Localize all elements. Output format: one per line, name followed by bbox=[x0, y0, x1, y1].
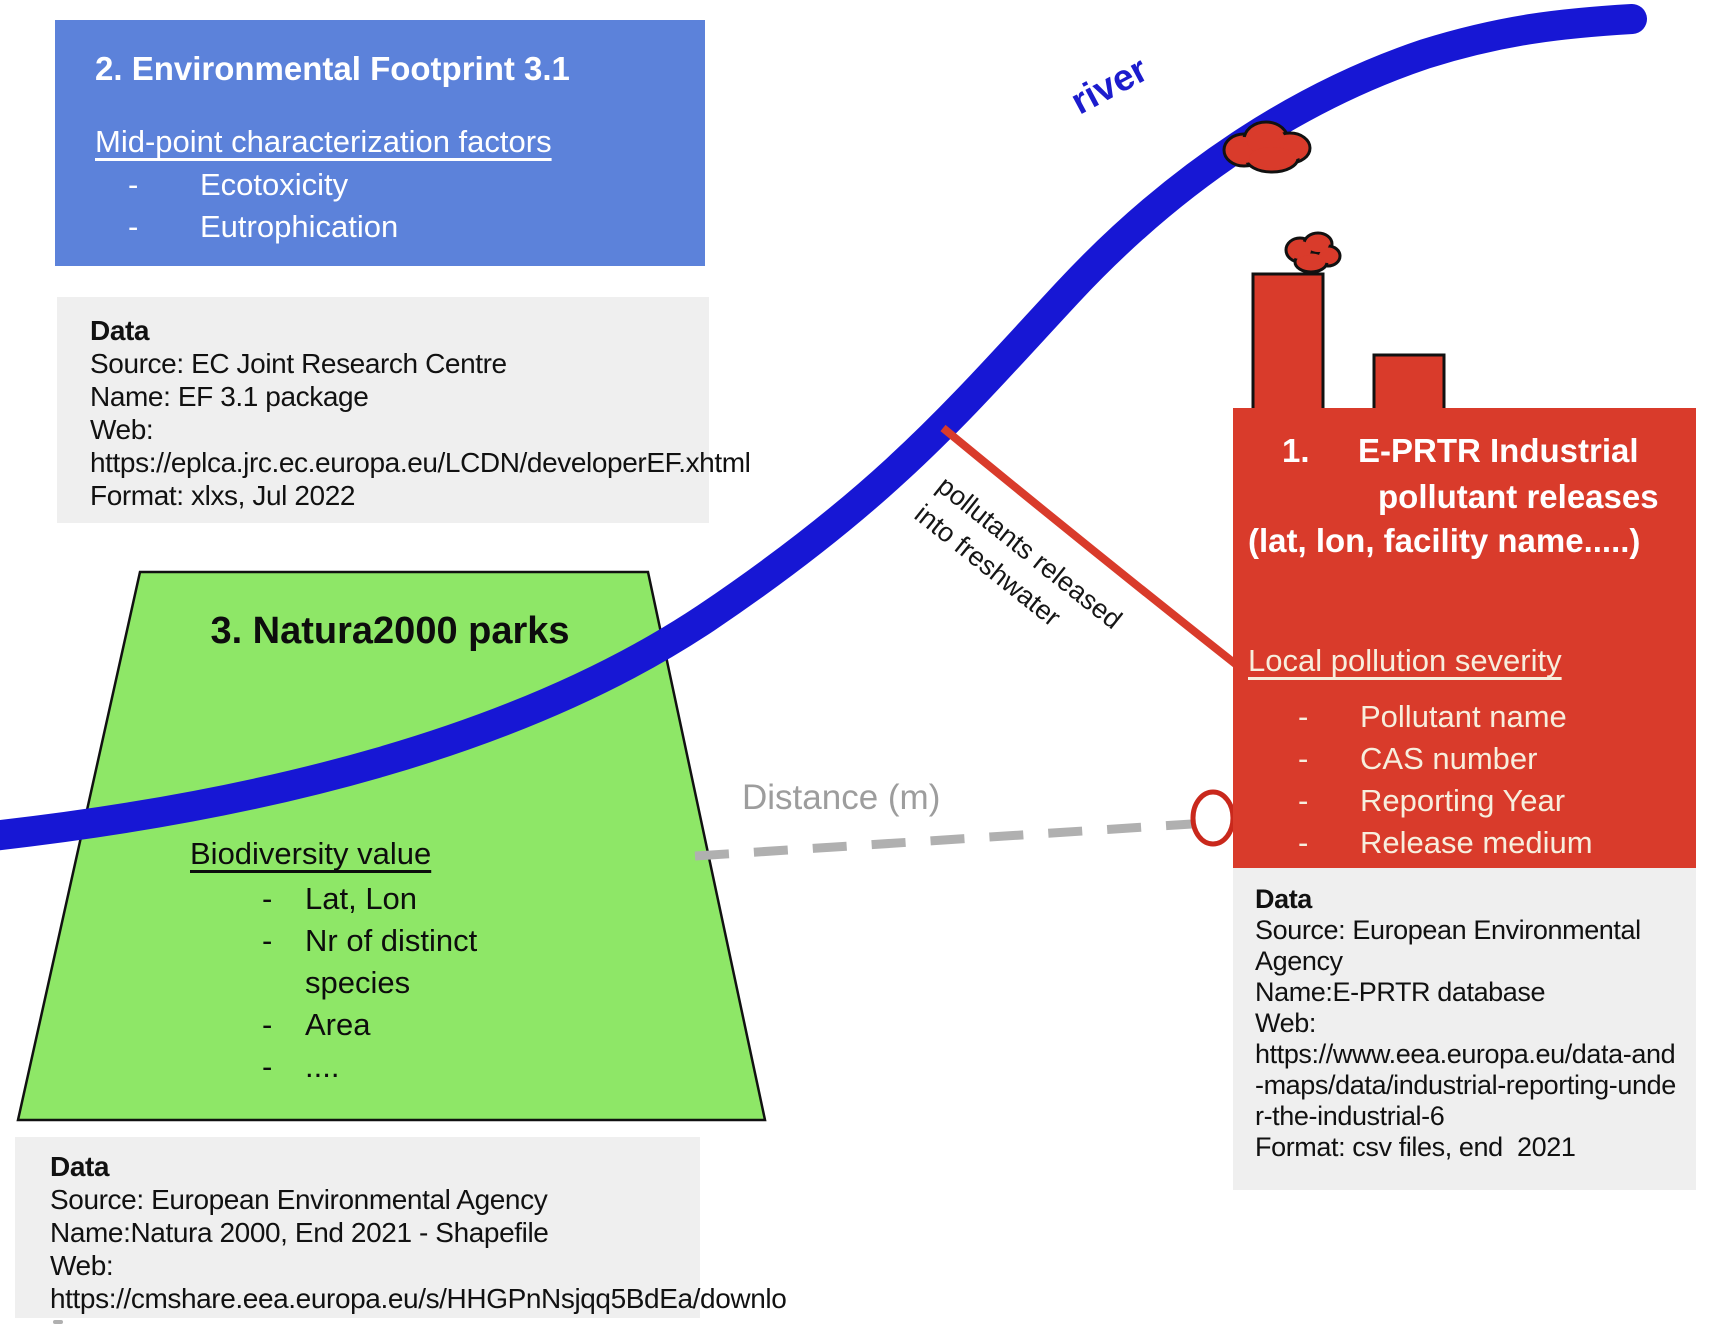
bullet-text: Pollutant name bbox=[1360, 699, 1567, 734]
list-item: -.... bbox=[262, 1046, 525, 1088]
list-item: Agency bbox=[1255, 946, 1343, 976]
list-item: Web: bbox=[50, 1250, 114, 1281]
list-item: Format: csv files, end 2021 bbox=[1255, 1132, 1576, 1162]
bullet-dash: - bbox=[128, 167, 139, 202]
list-item: - Eutrophication bbox=[128, 206, 398, 248]
eprtr-title-line1: E-PRTR Industrial bbox=[1358, 432, 1639, 469]
cutoff-text-mark bbox=[53, 1320, 63, 1324]
bullet-text: Reporting Year bbox=[1360, 783, 1566, 818]
list-item: -Area bbox=[262, 1004, 525, 1046]
distance-dashed-line bbox=[694, 819, 1193, 861]
list-item: Web: bbox=[1255, 1008, 1316, 1038]
bullet-text: Lat, Lon bbox=[305, 881, 418, 916]
factory-chimney-short bbox=[1372, 353, 1446, 417]
list-item: - Release medium bbox=[1298, 822, 1593, 864]
ef-data-box bbox=[57, 297, 709, 523]
list-item: Name: EF 3.1 package bbox=[90, 381, 369, 412]
bullet-dash: - bbox=[1298, 783, 1309, 818]
natura-title: 3. Natura2000 parks bbox=[210, 610, 570, 652]
bullet-text: .... bbox=[305, 1049, 340, 1084]
bullet-text: CAS number bbox=[1360, 741, 1538, 776]
eprtr-title-line2: pollutant releases bbox=[1378, 478, 1659, 515]
eprtr-title-line3: (lat, lon, facility name.....) bbox=[1248, 522, 1641, 559]
natura-heading: Biodiversity value bbox=[190, 836, 432, 871]
factory-chimney-tall bbox=[1251, 272, 1325, 416]
ef-box-heading: Mid-point characterization factors bbox=[95, 124, 552, 159]
bullet-dash: - bbox=[1298, 699, 1309, 734]
natura-data-title: Data bbox=[50, 1151, 110, 1182]
river-smoke-cloud-icon bbox=[1222, 120, 1312, 174]
bullet-dash: - bbox=[262, 1049, 273, 1084]
pollutant-release-line bbox=[940, 424, 1241, 670]
eprtr-bullet-list: - Pollutant name - CAS number - Reporting Yea… bbox=[1298, 696, 1593, 864]
list-item: Source: European Environmental Agency bbox=[50, 1184, 548, 1215]
bullet-dash: - bbox=[128, 209, 139, 244]
list-item: -maps/data/industrial-reporting-unde bbox=[1255, 1070, 1676, 1100]
list-item: https://www.eea.europa.eu/data-and bbox=[1255, 1039, 1676, 1069]
list-item: Format: xlxs, Jul 2022 bbox=[90, 480, 356, 511]
list-item: Web: bbox=[90, 414, 154, 445]
list-item: r-the-industrial-6 bbox=[1255, 1101, 1445, 1131]
list-item: Name:E-PRTR database bbox=[1255, 977, 1546, 1007]
list-item: - Pollutant name bbox=[1298, 696, 1593, 738]
ef-box bbox=[55, 20, 705, 266]
list-item: Name:Natura 2000, End 2021 - Shapefile bbox=[50, 1217, 549, 1248]
list-item: - Reporting Year bbox=[1298, 780, 1593, 822]
chimney-smoke-cloud-icon bbox=[1284, 231, 1342, 274]
eprtr-data-title: Data bbox=[1255, 884, 1312, 914]
ef-box-title: 2. Environmental Footprint 3.1 bbox=[95, 50, 570, 87]
list-item: Source: European Environmental bbox=[1255, 915, 1641, 945]
eprtr-data-box bbox=[1233, 868, 1696, 1190]
natura-bullet-list: -Lat, Lon-Nr of distinct species-Area-..… bbox=[262, 878, 525, 1088]
list-item: - CAS number bbox=[1298, 738, 1593, 780]
distance-label: Distance (m) bbox=[742, 778, 941, 817]
facility-marker-circle bbox=[1190, 789, 1236, 847]
bullet-dash: - bbox=[1298, 741, 1309, 776]
bullet-text: Area bbox=[305, 1007, 371, 1042]
bullet-text: Eutrophication bbox=[200, 209, 399, 244]
bullet-text: Release medium bbox=[1360, 825, 1593, 860]
list-item: https://cmshare.eea.europa.eu/s/HHGPnNsj… bbox=[50, 1283, 787, 1314]
bullet-dash: - bbox=[262, 881, 273, 916]
ef-data-title: Data bbox=[90, 315, 150, 346]
list-item: -Lat, Lon bbox=[262, 878, 525, 920]
bullet-dash: - bbox=[262, 1007, 273, 1042]
eprtr-heading: Local pollution severity bbox=[1248, 643, 1562, 678]
list-item: -Nr of distinct species bbox=[262, 920, 525, 1004]
list-item: - Ecotoxicity bbox=[128, 164, 398, 206]
natura-trapezoid bbox=[16, 570, 767, 1122]
bullet-dash: - bbox=[262, 923, 273, 958]
river-path bbox=[0, 4, 1647, 851]
list-item: Source: EC Joint Research Centre bbox=[90, 348, 507, 379]
bullet-text: Nr of distinct species bbox=[305, 923, 478, 1000]
bullet-dash: - bbox=[1298, 825, 1309, 860]
list-item: https://eplca.jrc.ec.europa.eu/LCDN/deve… bbox=[90, 447, 751, 478]
natura-data-box bbox=[15, 1137, 700, 1318]
eprtr-box bbox=[1233, 408, 1696, 868]
natura-data-text: Data Source: European Environmental Agen… bbox=[50, 1150, 787, 1315]
ef-bullet-list: - Ecotoxicity - Eutrophication bbox=[128, 164, 398, 248]
bullet-text: Ecotoxicity bbox=[200, 167, 349, 202]
eprtr-number: 1. bbox=[1282, 432, 1310, 469]
